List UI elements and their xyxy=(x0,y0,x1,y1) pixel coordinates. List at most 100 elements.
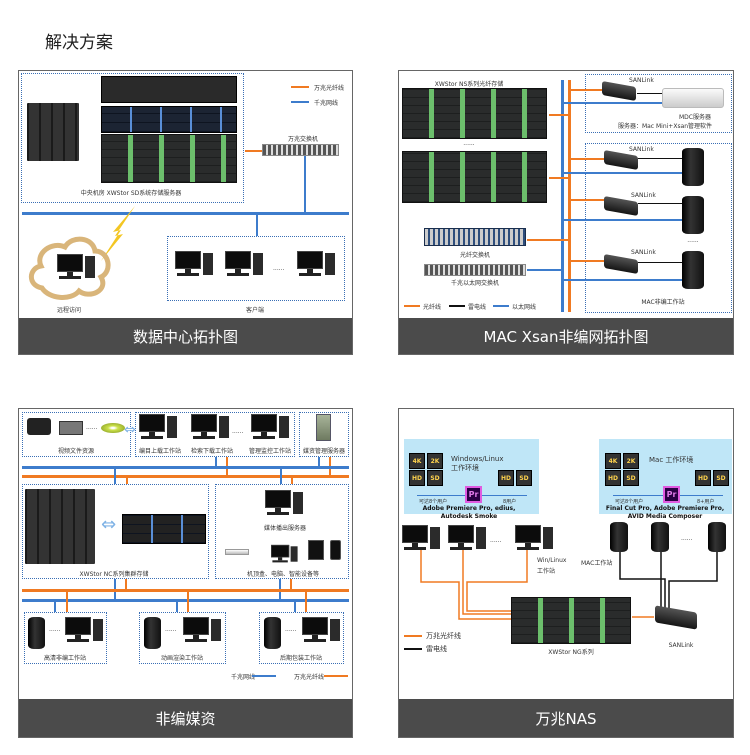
mac-pro-image xyxy=(682,148,704,186)
ellipsis: ...... xyxy=(285,626,297,633)
ethernet-backbone xyxy=(22,599,349,602)
lightning-icon xyxy=(101,206,135,261)
tile-2k: 2K xyxy=(623,453,639,469)
asset-server-box xyxy=(299,412,349,457)
animation-render-box xyxy=(139,612,226,664)
ethernet-link xyxy=(256,214,258,236)
ethernet-link xyxy=(54,600,56,612)
ellipsis: ...... xyxy=(165,626,177,633)
fiber-link xyxy=(549,177,569,179)
remote-computer-icon xyxy=(57,254,97,280)
mac-pro-image xyxy=(144,617,161,649)
fiber-link xyxy=(571,260,604,262)
ethernet-link xyxy=(318,457,320,467)
legend-ethernet-line xyxy=(252,675,276,677)
thunderbolt-link xyxy=(638,158,683,159)
legend-thunderbolt-line xyxy=(449,305,465,307)
sanlink-label: SANLink xyxy=(629,77,654,84)
ethernet-link xyxy=(294,600,296,612)
legend-thunderbolt-label: 雷电线 xyxy=(426,645,447,653)
fiber-bus xyxy=(568,80,571,312)
ethernet-bus xyxy=(561,80,564,312)
clients-box xyxy=(167,236,345,301)
sanlink-label: SANLink xyxy=(631,249,656,256)
fiber-link xyxy=(527,239,569,241)
devices-label: 机顶盒、电脑、智能设备等 xyxy=(246,571,320,578)
client-computer-icon xyxy=(225,251,265,277)
legend-fiber-label: 万兆光纤线 xyxy=(314,85,345,92)
mdc-description: 服务器：Mac Mini+Xsan管理软件 xyxy=(617,123,713,130)
phone-image xyxy=(330,540,341,560)
storage-server-image xyxy=(101,134,237,183)
ethernet-link xyxy=(304,156,306,213)
server-unit-image xyxy=(101,76,237,103)
server-label: 中央机房 XWStor SD系统存储服务器 xyxy=(80,190,182,197)
workstation-icon xyxy=(191,414,231,440)
ethernet-link xyxy=(564,279,682,281)
ellipsis: ...... xyxy=(490,537,502,544)
ethernet-link xyxy=(527,269,563,271)
workstation-icon xyxy=(65,617,105,643)
legend-ethernet-label: 以太网线 xyxy=(512,304,537,311)
playout-server-label: 媒体播出服务器 xyxy=(263,525,307,532)
fiber-switch-label: 光纤交换机 xyxy=(459,252,491,259)
cluster-storage-label: XWStor NC系列集群存储 xyxy=(79,571,149,578)
workstation-label: 高清非编工作站 xyxy=(43,655,87,662)
mac-software-2: AVID Media Composer xyxy=(627,513,703,520)
win-workstation-icon xyxy=(515,525,555,551)
fiber-cables xyxy=(420,550,718,620)
left-users-label: 可达8个用户 xyxy=(419,499,448,505)
premiere-icon: Pr xyxy=(663,486,680,503)
mac-software: Final Cut Pro, Adobe Premiere Pro, xyxy=(605,505,725,512)
legend-fiber-line xyxy=(404,635,422,637)
tile-hd: HD xyxy=(695,470,711,486)
page-title: 解决方案 xyxy=(45,33,113,53)
legend-ethernet-label: 千兆网线 xyxy=(231,674,256,681)
workstation-icon xyxy=(183,617,223,643)
panel-mac-xsan-topology: XWStor NS系列光纤存储 ...... SANLink MDC服务器 服务… xyxy=(398,70,734,355)
tile-sd: SD xyxy=(427,470,443,486)
mdc-label: MDC服务器 xyxy=(679,114,711,121)
ellipsis: ...... xyxy=(681,535,693,542)
ethernet-link xyxy=(564,172,682,174)
legend-fiber-line xyxy=(324,675,348,677)
ellipsis: ...... xyxy=(86,424,98,431)
win-workstation-icon xyxy=(448,525,488,551)
ethernet-switch-image xyxy=(424,264,526,276)
legend-ethernet-line xyxy=(291,101,309,103)
win-workstation-icon xyxy=(402,525,442,551)
ethernet-link xyxy=(280,467,282,484)
ethernet-link xyxy=(564,102,662,104)
legend-thunderbolt-line xyxy=(404,648,422,650)
storage-label: XWStor NS系列光纤存储 xyxy=(434,81,504,88)
legend-fiber-line xyxy=(404,305,420,307)
server-unit-image xyxy=(101,106,237,133)
mac-ws-label: MAC工作站 xyxy=(581,560,613,567)
fiber-link xyxy=(305,590,307,612)
ethernet-switch-label: 千兆以太网交换机 xyxy=(450,280,500,287)
workstation-label: 检索下载工作站 xyxy=(190,448,234,455)
ethernet-link xyxy=(215,457,217,467)
legend-fiber-line xyxy=(291,86,309,88)
ellipsis: ...... xyxy=(687,237,699,244)
fiber-link xyxy=(126,477,128,484)
fiber-backbone xyxy=(22,589,349,592)
tile-sd: SD xyxy=(623,470,639,486)
mac-workstations-label: MAC非编工作站 xyxy=(641,299,685,306)
clients-label: 客户端 xyxy=(245,307,265,314)
legend-fiber-label: 光纤线 xyxy=(423,304,442,311)
video-source-box xyxy=(22,412,131,457)
windows-software: Adobe Premiere Pro, edius, xyxy=(422,505,516,512)
switch-label: 万兆交换机 xyxy=(287,136,319,143)
ellipsis: ...... xyxy=(232,428,244,435)
ethernet-backbone xyxy=(22,212,349,215)
cluster-storage-image xyxy=(122,514,206,544)
legend-thunderbolt-label: 雷电线 xyxy=(468,304,487,311)
sanlink-label: SANLink xyxy=(668,642,694,649)
workstation-label: 编目上载工作站 xyxy=(138,448,182,455)
client-computer-icon xyxy=(297,251,337,277)
set-top-box-image xyxy=(225,549,249,555)
windows-env-title: Windows/Linux 工作环境 xyxy=(451,455,504,472)
fiber-link xyxy=(125,579,127,590)
tile-sd: SD xyxy=(516,470,532,486)
